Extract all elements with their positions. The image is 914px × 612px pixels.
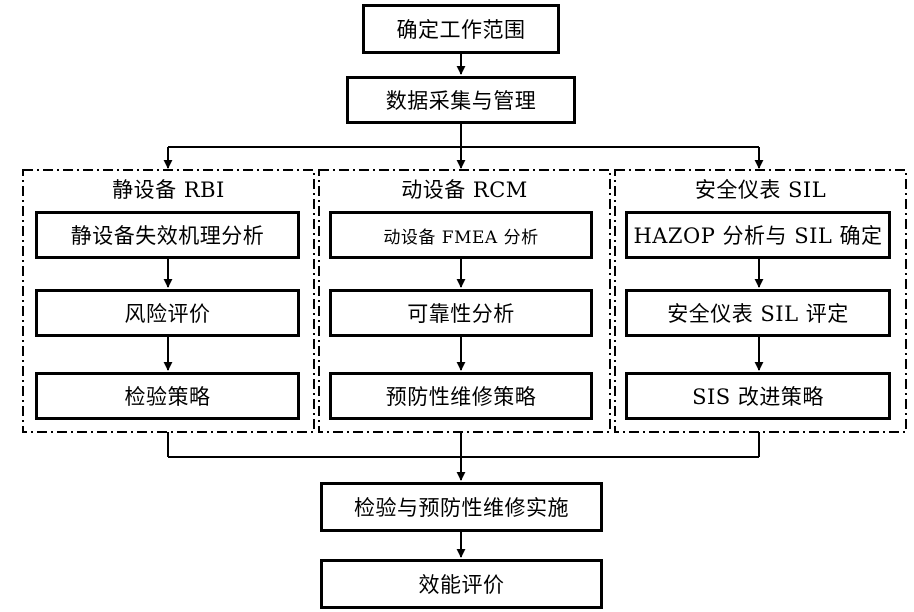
box-sil-assessment: 安全仪表 SIL 评定 — [625, 289, 891, 337]
box-rbi-inspection-strategy: 检验策略 — [35, 372, 300, 420]
group-frame-rbi — [22, 169, 315, 433]
box-rcm-maintenance-strategy: 预防性维修策略 — [329, 372, 593, 420]
box-scope: 确定工作范围 — [362, 4, 560, 54]
box-implementation: 检验与预防性维修实施 — [320, 482, 603, 532]
group-title-rbi: 静设备 RBI — [112, 178, 225, 202]
box-evaluation: 效能评价 — [320, 559, 603, 609]
group-title-rcm: 动设备 RCM — [401, 178, 528, 202]
box-rbi-risk-assessment: 风险评价 — [35, 289, 300, 337]
box-data-management: 数据采集与管理 — [346, 76, 576, 124]
box-rbi-failure-analysis: 静设备失效机理分析 — [35, 211, 300, 259]
group-title-sil: 安全仪表 SIL — [694, 178, 827, 202]
box-sil-hazop: HAZOP 分析与 SIL 确定 — [625, 211, 891, 259]
box-rcm-reliability: 可靠性分析 — [329, 289, 593, 337]
group-frame-sil — [614, 169, 907, 433]
group-frame-rcm — [318, 169, 611, 433]
box-rcm-fmea: 动设备 FMEA 分析 — [329, 211, 593, 259]
box-sil-sis-strategy: SIS 改进策略 — [625, 372, 891, 420]
